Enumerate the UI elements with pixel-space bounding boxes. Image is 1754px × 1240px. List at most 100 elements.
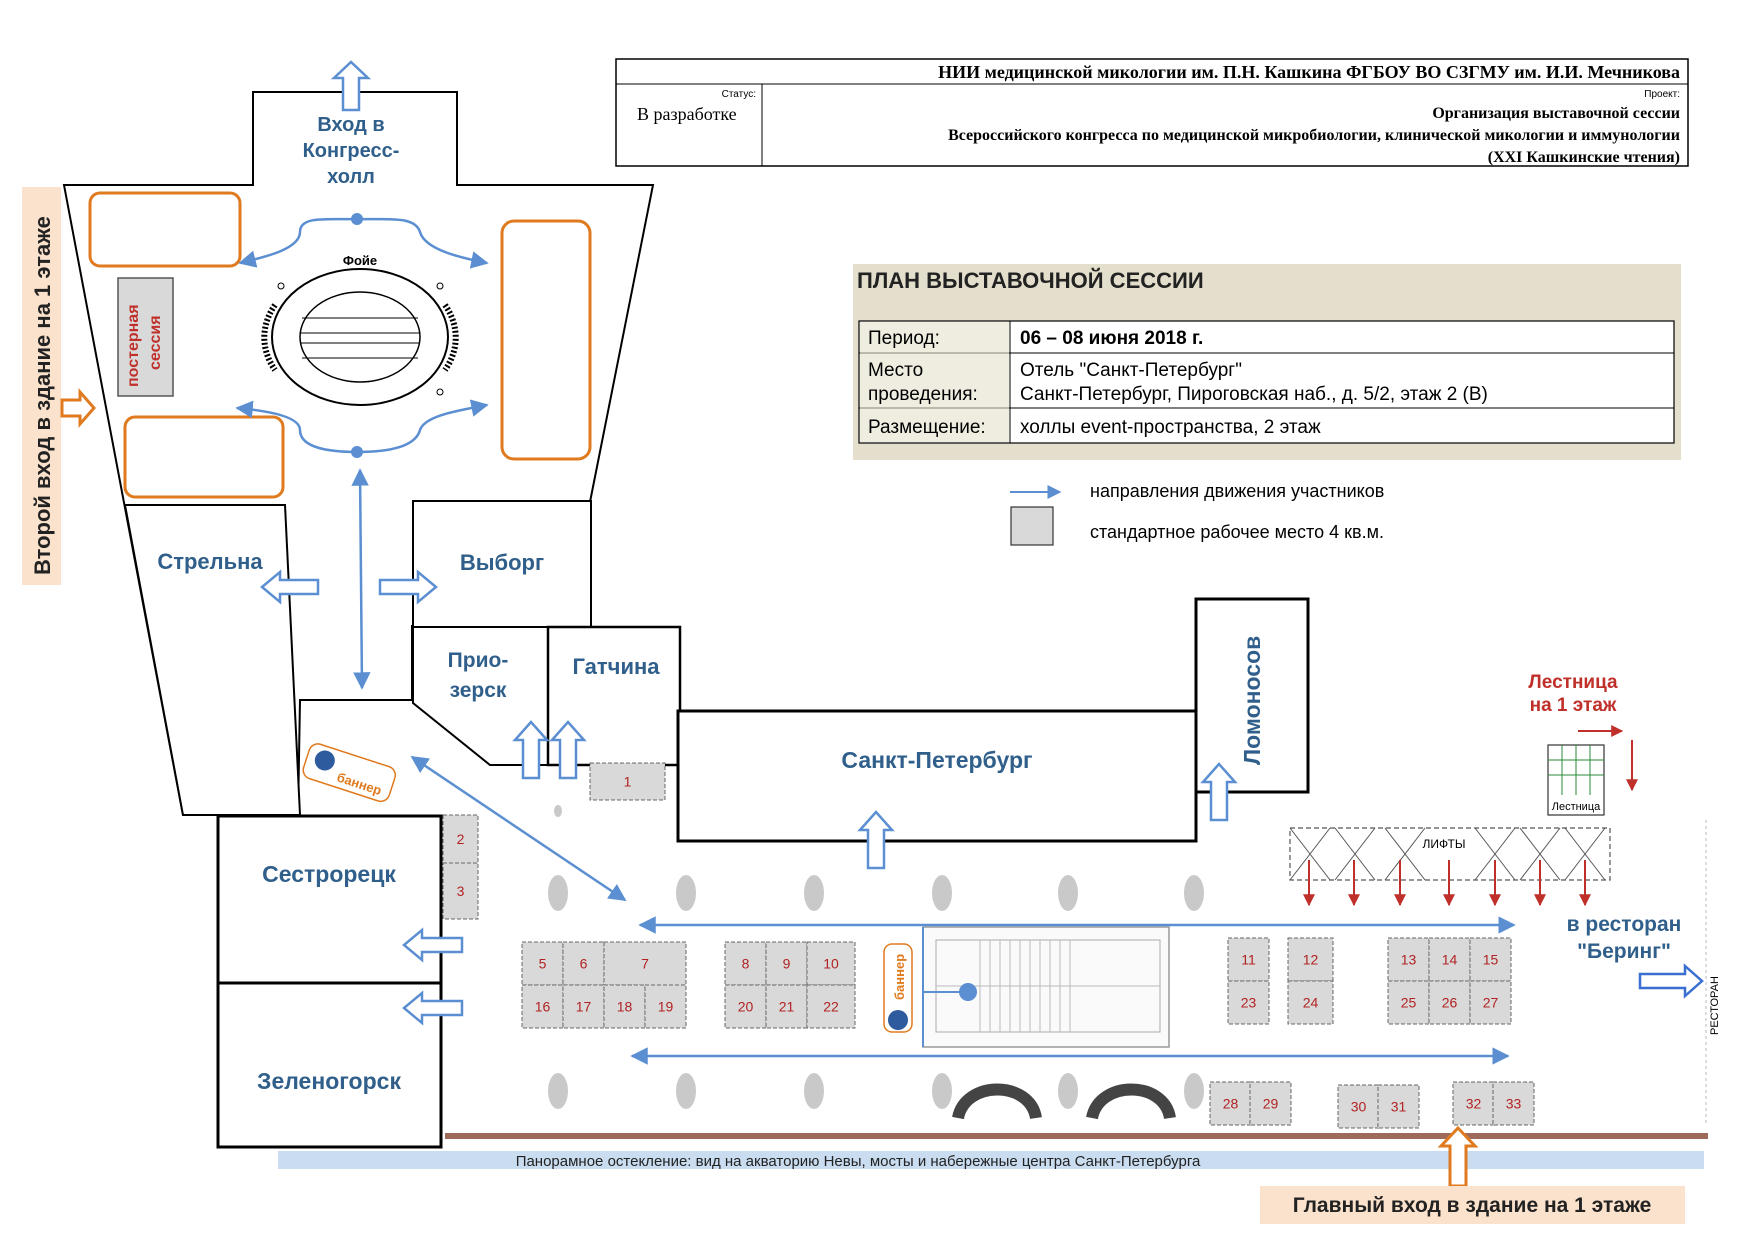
booth-rect	[765, 984, 808, 1029]
booth-rect	[1287, 937, 1334, 982]
booth-number: 27	[1483, 995, 1499, 1011]
congress-entrance-arrow-icon	[330, 60, 372, 112]
sestroretsk-label: Сестрорецк	[262, 861, 396, 887]
booth-number: 10	[823, 956, 839, 972]
room-saint-petersburg: Санкт-Петербург	[676, 709, 1198, 870]
booth-rect	[1428, 980, 1471, 1025]
place-label-2: проведения:	[868, 384, 978, 405]
placement-value: холлы event-пространства, 2 этаж	[1020, 417, 1321, 438]
lomonosov-label: Ломоносов	[1239, 636, 1265, 765]
foyer-stage: Фойе	[261, 253, 459, 406]
congress-entrance-label-3: холл	[327, 166, 375, 188]
booth-rect	[1287, 980, 1334, 1025]
gatchina-label: Гатчина	[572, 654, 660, 679]
globe-icon	[314, 750, 335, 771]
booth-number: 6	[580, 956, 588, 972]
banner-left: баннер	[302, 743, 397, 803]
booth-rect	[1377, 1084, 1420, 1129]
stairs-small-label: Лестница	[1552, 801, 1601, 813]
legend-booth-text: стандартное рабочее место 4 кв.м.	[1090, 522, 1384, 542]
room-sestroretsk: Сестрорецк	[216, 814, 464, 985]
banner-label: баннер	[892, 954, 907, 1000]
booth-rect	[1492, 1081, 1535, 1126]
booth-number: 9	[783, 956, 791, 972]
booth-rect	[1249, 1081, 1292, 1126]
period-label: Период:	[868, 328, 940, 349]
booth-rect	[442, 862, 479, 920]
vyborg-label: Выборг	[460, 550, 544, 575]
booth-26: 26	[1428, 980, 1471, 1025]
booth-rect	[603, 941, 687, 986]
booth-rect	[724, 941, 767, 986]
booth-31: 31	[1377, 1084, 1420, 1129]
legend-booth-swatch	[1010, 506, 1054, 546]
booth-5: 5	[521, 941, 564, 986]
booth-number: 3	[457, 883, 465, 899]
booth-22: 22	[806, 984, 856, 1029]
priozersk-label-1: Прио-	[448, 649, 509, 672]
panorama-glazing	[278, 1151, 1704, 1169]
main-entrance-label: Главный вход в здание на 1 этаже	[1293, 1194, 1652, 1217]
project-line-2: Всероссийского конгресса по медицинской …	[948, 127, 1680, 144]
booth-8: 8	[724, 941, 767, 986]
exhibit-zone	[500, 219, 592, 461]
lifts-label: ЛИФТЫ	[1423, 837, 1466, 851]
booth-rect	[1469, 980, 1512, 1025]
lifts-block: ЛИФТЫ	[1289, 827, 1611, 907]
booth-number: 20	[738, 999, 754, 1015]
entrance-arrow-icon	[512, 720, 550, 780]
banner-center: баннер	[883, 943, 913, 1033]
booth-3: 3	[442, 862, 479, 920]
window-frame	[445, 1133, 1708, 1139]
booth-24: 24	[1287, 980, 1334, 1025]
booth-rect	[589, 762, 666, 801]
project-line-3: (XXI Кашкинские чтения)	[1488, 149, 1680, 166]
status-caption: Статус:	[722, 89, 756, 100]
booth-1: 1	[589, 762, 666, 801]
booth-number: 28	[1223, 1096, 1239, 1112]
booth-19: 19	[644, 984, 687, 1029]
main-entrance-arrow-icon	[1437, 1125, 1479, 1188]
booth-rect	[1209, 1081, 1252, 1126]
info-title: ПЛАН ВЫСТАВОЧНОЙ СЕССИИ	[857, 268, 1204, 293]
booth-rect	[1227, 980, 1270, 1025]
booth-number: 17	[576, 999, 592, 1015]
priozersk-label-2: зерск	[450, 679, 507, 702]
entrance-arrow-icon	[549, 720, 587, 780]
flow-arrows-foyer	[235, 213, 627, 902]
lomonosov-entrance-arrow-icon	[1200, 762, 1238, 822]
booth-number: 7	[641, 956, 649, 972]
booth-rect	[724, 984, 767, 1029]
main-entrance: Главный вход в здание на 1 этаже	[1260, 1125, 1685, 1224]
booth-number: 18	[617, 999, 633, 1015]
zelenogorsk-label: Зеленогорск	[257, 1068, 401, 1094]
entrance-arrow-icon	[60, 388, 96, 428]
legend: направления движения участников стандарт…	[1010, 481, 1384, 546]
booth-number: 22	[823, 999, 839, 1015]
project-caption: Проект:	[1644, 89, 1680, 100]
columns	[548, 805, 1204, 1109]
booth-number: 19	[658, 999, 674, 1015]
stairs-block: Лестница Лестница на 1 этаж	[1528, 672, 1638, 816]
main-hall: Лестница Лестница на 1 этаж ЛИФТЫ	[302, 672, 1721, 1129]
booth-number: 25	[1401, 995, 1417, 1011]
booth-number: 15	[1483, 952, 1499, 968]
booth-33: 33	[1492, 1081, 1535, 1126]
booth-32: 32	[1452, 1081, 1495, 1126]
poster-label-1: постерная	[125, 304, 142, 387]
booth-number: 11	[1241, 952, 1256, 968]
booth-rect	[1337, 1084, 1380, 1129]
booth-25: 25	[1387, 980, 1430, 1025]
booth-rect	[603, 984, 646, 1029]
info-panel: ПЛАН ВЫСТАВОЧНОЙ СЕССИИ Период: 06 – 08 …	[853, 264, 1681, 460]
exhibit-zone	[123, 415, 285, 499]
booth-30: 30	[1337, 1084, 1380, 1129]
booth-10: 10	[806, 941, 856, 986]
booth-number: 23	[1241, 995, 1257, 1011]
booth-15: 15	[1469, 937, 1512, 982]
place-label-1: Место	[868, 360, 923, 381]
booth-28: 28	[1209, 1081, 1252, 1126]
booth-11: 11	[1227, 937, 1270, 982]
